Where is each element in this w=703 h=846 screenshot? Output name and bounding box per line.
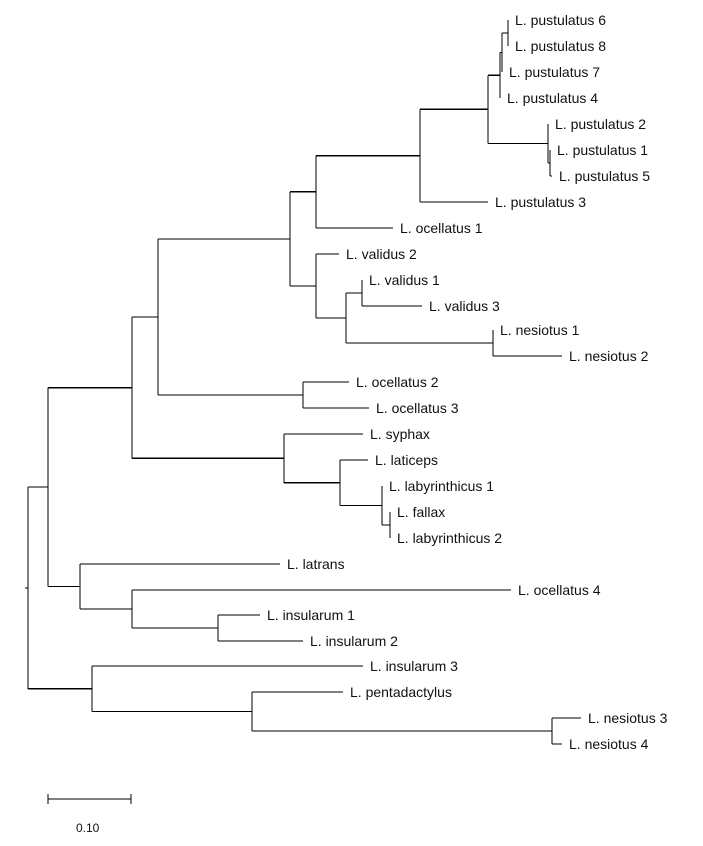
- tip-label: L. pustulatus 8: [515, 38, 606, 54]
- tip-label: L. pustulatus 2: [555, 116, 646, 132]
- tip-label: L. nesiotus 1: [500, 322, 580, 338]
- tip-label: L. pustulatus 7: [509, 64, 600, 80]
- tip-label: L. insularum 2: [310, 633, 398, 649]
- tip-label: L. latrans: [287, 556, 345, 572]
- tip-label: L. pentadactylus: [350, 684, 452, 700]
- tip-label: L. pustulatus 1: [557, 142, 648, 158]
- scale-bar-label: 0.10: [76, 821, 100, 835]
- tip-label: L. insularum 3: [370, 658, 458, 674]
- tip-label: L. validus 3: [429, 298, 500, 314]
- tip-label: L. validus 1: [369, 272, 440, 288]
- tip-label: L. ocellatus 2: [356, 374, 439, 390]
- tip-label: L. labyrinthicus 1: [389, 478, 494, 494]
- tip-label: L. syphax: [370, 426, 430, 442]
- tip-label: L. pustulatus 6: [515, 12, 606, 28]
- tip-label: L. ocellatus 3: [376, 400, 459, 416]
- tip-label: L. ocellatus 4: [518, 582, 601, 598]
- tip-label: L. validus 2: [346, 246, 417, 262]
- tip-label: L. labyrinthicus 2: [397, 530, 502, 546]
- scale-bar: 0.10: [47, 794, 132, 835]
- tip-label: L. nesiotus 4: [569, 736, 649, 752]
- tip-label: L. fallax: [397, 504, 445, 520]
- tree-branches: [25, 20, 581, 745]
- tip-label: L. pustulatus 3: [495, 194, 586, 210]
- tip-label: L. nesiotus 3: [588, 710, 668, 726]
- tip-label: L. ocellatus 1: [400, 220, 483, 236]
- tip-labels: L. pustulatus 6 L. pustulatus 8 L. pustula…: [267, 12, 668, 752]
- tip-label: L. insularum 1: [267, 607, 355, 623]
- tip-label: L. laticeps: [375, 452, 438, 468]
- tip-label: L. pustulatus 5: [559, 168, 650, 184]
- tip-label: L. pustulatus 4: [507, 90, 598, 106]
- tip-label: L. nesiotus 2: [569, 348, 649, 364]
